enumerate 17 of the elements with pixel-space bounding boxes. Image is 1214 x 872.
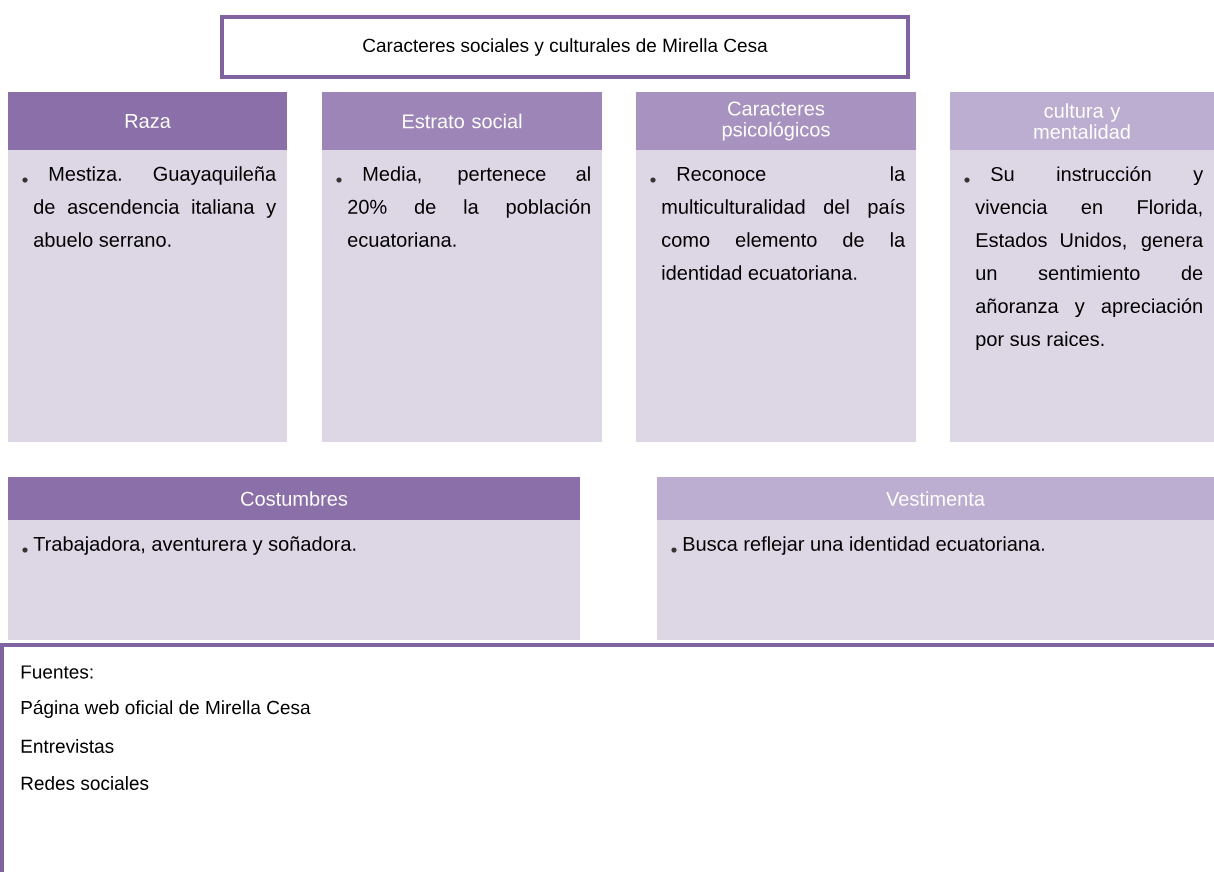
card-body: Su instrucción y vivencia en Florida, Estados Unidos, genera un sentimiento de añoranza y apreciación por sus raices. xyxy=(950,150,1214,442)
card-header: cultura y mentalidad xyxy=(950,92,1214,150)
card-header: Vestimenta xyxy=(657,477,1214,520)
source-line: Fuentes: xyxy=(21,665,93,679)
card-header: Raza xyxy=(8,92,287,150)
card-body: Media, pertenece al 20% de la población ecuatoriana. xyxy=(322,150,602,442)
source-line: Redes sociales xyxy=(21,776,149,790)
card-body: Reconoce la multiculturalidad del país como elemento de la identidad ecuatoriana. xyxy=(636,150,916,442)
card-header: Estrato social xyxy=(322,92,602,150)
source-line: Página web oficial de Mirella Cesa xyxy=(21,700,311,718)
card-header: Caracteres psicológicos xyxy=(636,92,916,150)
source-line: Entrevistas xyxy=(21,739,114,753)
card-body: Trabajadora, aventurera y soñadora. xyxy=(8,520,580,640)
card-body: Busca reflejar una identidad ecuatoriana. xyxy=(657,520,1214,640)
title-box: Caracteres sociales y culturales de Mirella Cesa xyxy=(220,15,910,79)
card-body: Mestiza. Guayaquileña de ascendencia italiana y abuelo serrano. xyxy=(8,150,287,442)
card-header: Costumbres xyxy=(8,477,580,520)
